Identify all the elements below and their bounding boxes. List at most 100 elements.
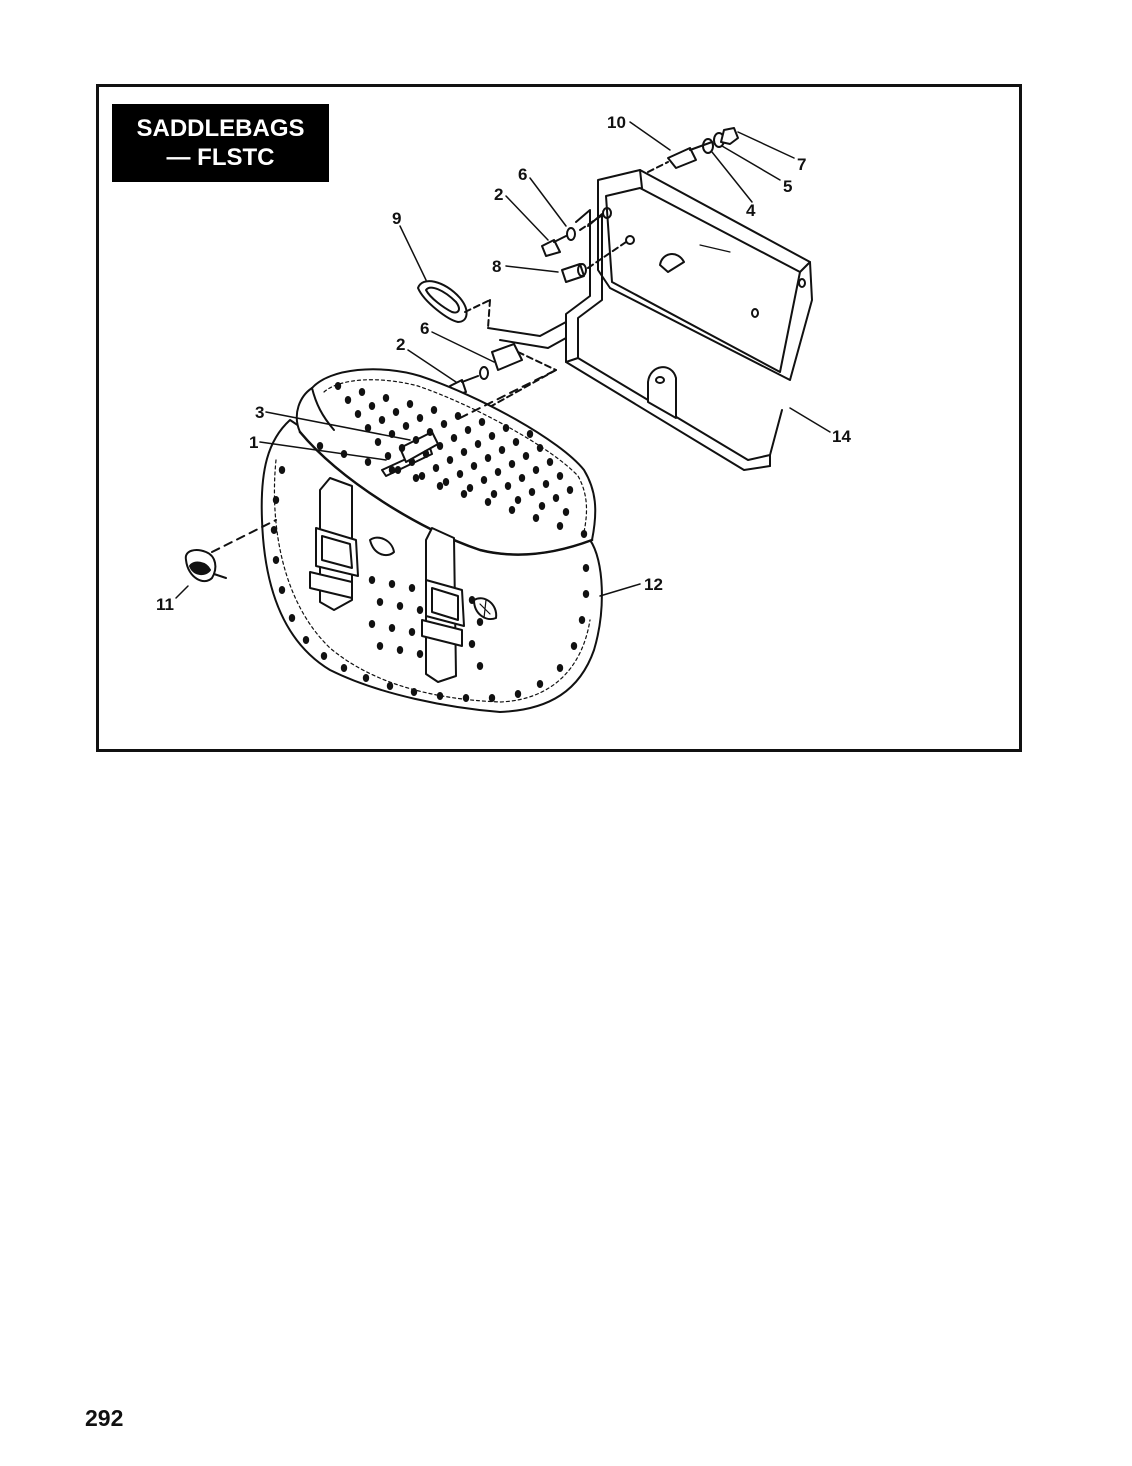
rivet [416, 414, 424, 422]
rivet [478, 418, 486, 426]
rivet [388, 580, 396, 588]
rivet [408, 458, 416, 466]
rivet [512, 438, 520, 446]
rivet [412, 474, 420, 482]
rivet [278, 466, 286, 474]
rivet [526, 430, 534, 438]
rivet [466, 484, 474, 492]
rivet [368, 402, 376, 410]
rivet [340, 664, 348, 672]
rivet [394, 466, 402, 474]
rivet [454, 412, 462, 420]
rivet-pattern [270, 382, 590, 702]
rivet [418, 472, 426, 480]
rivet [578, 616, 586, 624]
rivet [316, 442, 324, 450]
rivet [532, 466, 540, 474]
rivet [542, 480, 550, 488]
rivet [538, 502, 546, 510]
rivet [412, 436, 420, 444]
rivet [382, 394, 390, 402]
rivet [518, 474, 526, 482]
rivet [388, 466, 396, 474]
saddlebag-exploded-diagram: 10 7 5 4 6 2 9 8 6 2 3 1 14 12 11 [156, 113, 851, 713]
rivet [514, 690, 522, 698]
rivet [364, 424, 372, 432]
rivet [502, 424, 510, 432]
spacer-part-8 [561, 241, 627, 283]
rivet [320, 652, 328, 660]
rivet [396, 646, 404, 654]
rivet [396, 602, 404, 610]
saddlebag-part-12 [184, 368, 603, 713]
rivet [446, 456, 454, 464]
rivet [476, 618, 484, 626]
callout-12: 12 [644, 575, 663, 594]
rivet [384, 452, 392, 460]
callout-7: 7 [797, 155, 806, 174]
rivet [288, 614, 296, 622]
title-line-2: — FLSTC [166, 144, 275, 171]
rivet [436, 482, 444, 490]
rivet [498, 446, 506, 454]
rivet [484, 498, 492, 506]
rivet [442, 478, 450, 486]
callout-2-upper: 2 [494, 185, 503, 204]
rivet [302, 636, 310, 644]
rivet [270, 526, 278, 534]
callout-3: 3 [255, 403, 264, 422]
rivet [398, 444, 406, 452]
rivet [272, 496, 280, 504]
rivet [460, 448, 468, 456]
rivet [570, 642, 578, 650]
figure-title: SADDLEBAGS — FLSTC [112, 104, 329, 182]
rivet [402, 422, 410, 430]
rivet [334, 382, 342, 390]
callout-leaders [175, 121, 831, 599]
rivet [426, 428, 434, 436]
rivet [494, 468, 502, 476]
rivet [416, 650, 424, 658]
rivet [416, 606, 424, 614]
rivet [566, 486, 574, 494]
rivet [470, 462, 478, 470]
rivet [408, 584, 416, 592]
rivet [432, 464, 440, 472]
bolt-part-10-stack [647, 127, 739, 173]
rivet [508, 506, 516, 514]
rivet [358, 388, 366, 396]
rivet [436, 442, 444, 450]
rivet [408, 628, 416, 636]
rivet [580, 530, 588, 538]
callout-2-lower: 2 [396, 335, 405, 354]
rivet [460, 490, 468, 498]
rivet [406, 400, 414, 408]
rivet [474, 440, 482, 448]
rivet [464, 426, 472, 434]
rivet [562, 508, 570, 516]
rivet [490, 490, 498, 498]
rivet [278, 586, 286, 594]
callout-14: 14 [832, 427, 851, 446]
rivet [546, 458, 554, 466]
rivet [552, 494, 560, 502]
rivet [480, 476, 488, 484]
callout-10: 10 [607, 113, 626, 132]
rivet [344, 396, 352, 404]
rivet [522, 452, 530, 460]
rivet [422, 450, 430, 458]
rivet [440, 420, 448, 428]
rivet [536, 444, 544, 452]
rivet [514, 496, 522, 504]
callout-6-lower: 6 [420, 319, 429, 338]
rivet [392, 408, 400, 416]
rivet [436, 692, 444, 700]
mounting-bracket-part-14 [487, 169, 813, 471]
rivet [272, 556, 280, 564]
title-line-1: SADDLEBAGS [136, 115, 305, 142]
callout-8: 8 [492, 257, 501, 276]
callout-9: 9 [392, 209, 401, 228]
rivet [536, 680, 544, 688]
rivet [376, 642, 384, 650]
page-number: 292 [85, 1405, 124, 1431]
